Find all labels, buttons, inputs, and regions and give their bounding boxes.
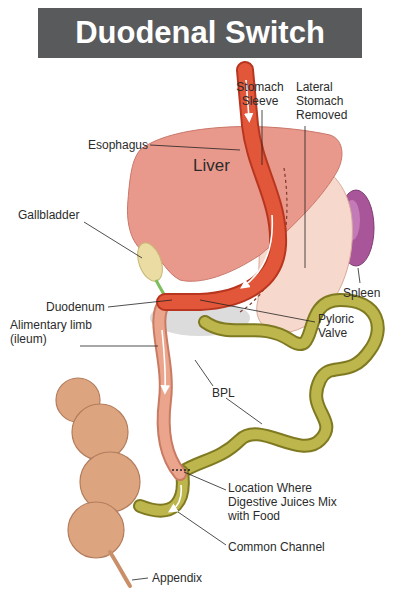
part-label: Alimentary limb (ileum): [10, 318, 110, 346]
title-banner: Duodenal Switch: [38, 8, 362, 58]
part-label: Location Where Digestive Juices Mix with…: [228, 481, 352, 523]
part-label: Common Channel: [228, 540, 325, 554]
part-label: BPL: [212, 386, 235, 400]
part-label: Lateral Stomach Removed: [296, 80, 360, 122]
part-label: Duodenum: [46, 300, 105, 314]
part-label: Stomach Sleeve: [228, 80, 292, 108]
title-text: Duodenal Switch: [38, 8, 362, 58]
part-label: Spleen: [343, 286, 380, 300]
part-label: Liver: [193, 156, 230, 175]
part-label: Esophagus: [88, 138, 148, 152]
part-label: Appendix: [152, 571, 202, 585]
part-label: Pyloric Valve: [318, 312, 374, 340]
part-label: Gallbladder: [18, 208, 79, 222]
